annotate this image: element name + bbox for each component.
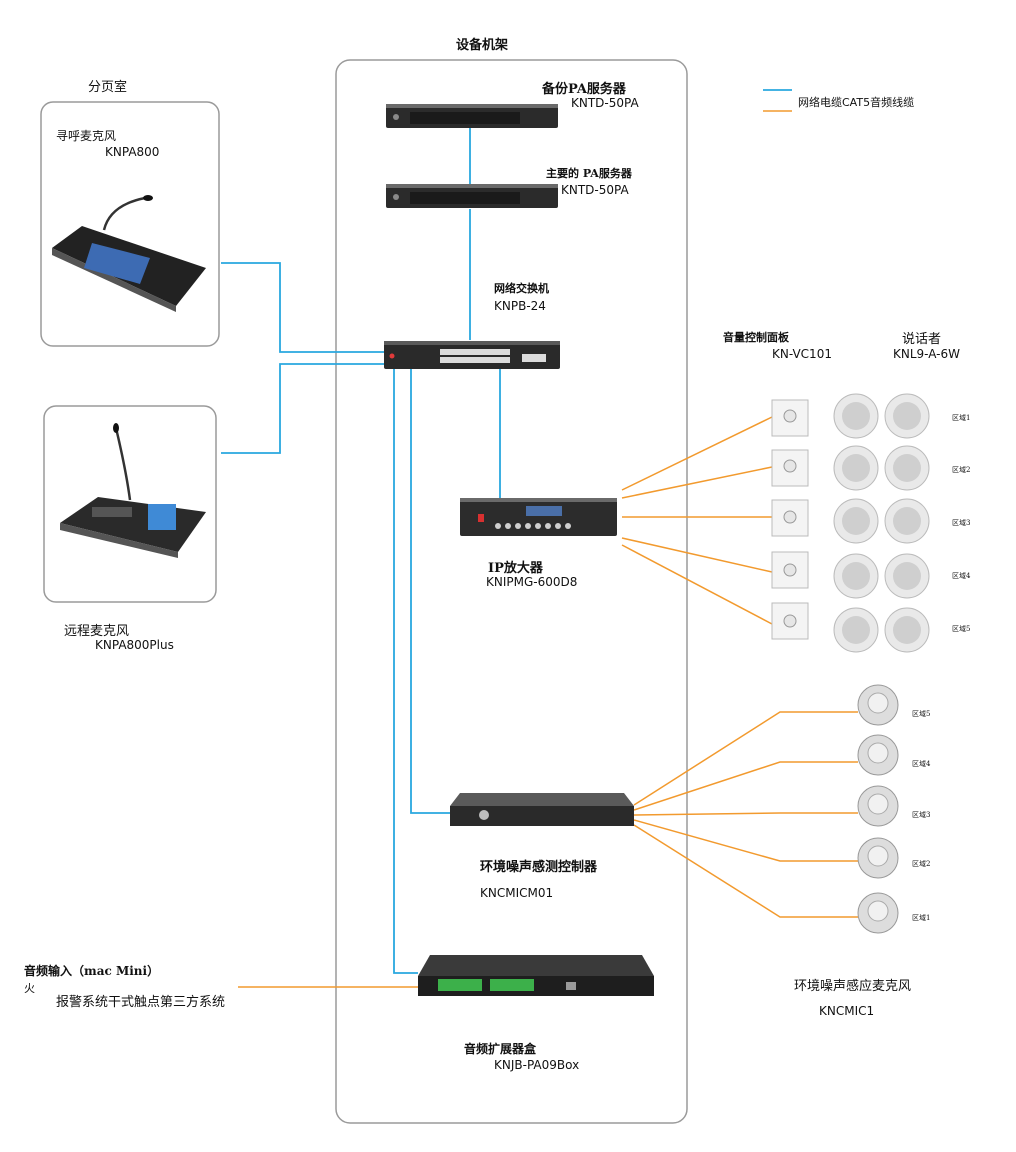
audio-input-line1: 音频输入（mac Mini） xyxy=(24,964,160,978)
switch-model: KNPB-24 xyxy=(494,299,546,313)
audio-box-name: 音频扩展器盒 xyxy=(464,1042,537,1056)
noise-mic-3 xyxy=(857,785,899,827)
paging-mic-box xyxy=(40,101,220,347)
speaker-name: 说话者 xyxy=(902,332,942,347)
network-switch-device xyxy=(384,341,560,369)
rack-outline xyxy=(335,59,688,1124)
paging-room-title: 分页室 xyxy=(88,80,128,95)
mic-zone-label: 区域1 xyxy=(912,914,931,922)
speaker-zone-label: 区域3 xyxy=(952,519,971,527)
main-server-device xyxy=(386,184,558,208)
noise-mic4-cable xyxy=(633,761,858,811)
amplifier-name: IP放大器 xyxy=(488,561,543,576)
ip-amplifier-device xyxy=(460,498,617,536)
speaker-zone-row-5 xyxy=(771,602,930,653)
noise-mic3-cable xyxy=(633,812,858,816)
paging-mic-model: KNPA800 xyxy=(105,145,160,159)
mic-zone-label: 区域4 xyxy=(912,760,931,768)
speaker-zone-row-1 xyxy=(771,393,930,439)
volume-panel-name: 音量控制面板 xyxy=(723,331,789,344)
audio-box-model: KNJB-PA09Box xyxy=(494,1058,580,1072)
amp-zone4-cable xyxy=(621,537,773,573)
noise-controller-device xyxy=(450,793,634,826)
backup-server-model: KNTD-50PA xyxy=(571,96,639,110)
mic-zone-label: 区域5 xyxy=(912,710,931,718)
amp-zone2-cable xyxy=(621,466,773,499)
amp-zone5-cable xyxy=(621,544,773,625)
audio-cables xyxy=(238,110,858,988)
noise-mic-1 xyxy=(857,892,899,934)
remote-mic-illustration xyxy=(60,423,206,558)
noise-mic1-cable xyxy=(633,824,858,918)
switch-name: 网络交换机 xyxy=(494,282,549,295)
noise-mic-2 xyxy=(857,837,899,879)
mic-zone-label: 区域3 xyxy=(912,811,931,819)
remote-mic-cable xyxy=(221,363,384,454)
paging-mic-cable xyxy=(221,262,384,353)
switch-box-cable xyxy=(393,369,418,974)
switch-noise-cable xyxy=(410,369,450,814)
main-server-name: 主要的 PA服务器 xyxy=(546,167,632,180)
noise-mic-5 xyxy=(857,684,899,726)
noise-controller-model: KNCMICM01 xyxy=(480,886,554,900)
remote-mic-model: KNPA800Plus xyxy=(95,638,174,652)
backup-server-name: 备份PA服务器 xyxy=(542,82,626,97)
audio-input-line2: 火 xyxy=(24,982,35,995)
network-cables xyxy=(221,128,501,974)
remote-mic-name: 远程麦克风 xyxy=(64,624,130,639)
remote-mic-box xyxy=(43,405,217,603)
speaker-model: KNL9-A-6W xyxy=(893,347,961,361)
speaker-zone-row-3 xyxy=(771,498,930,544)
audio-input-line3: 报警系统干式触点第三方系统 xyxy=(56,995,226,1010)
volume-panel-model: KN-VC101 xyxy=(772,347,832,361)
rack-title: 设备机架 xyxy=(456,38,509,53)
noise-mic2-cable xyxy=(633,819,858,862)
amp-zone1-cable xyxy=(621,416,773,491)
speaker-zone-row-2 xyxy=(771,445,930,491)
noise-mic5-cable xyxy=(633,711,858,806)
speaker-zone-label: 区域5 xyxy=(952,625,971,633)
audio-box-device xyxy=(418,955,654,996)
speaker-zone-label: 区域1 xyxy=(952,414,971,422)
noise-mic-4 xyxy=(857,734,899,776)
speaker-zone-row-4 xyxy=(771,551,930,599)
legend-label: 网络电缆CAT5音频线缆 xyxy=(798,96,915,109)
mic-zone-label: 区域2 xyxy=(912,860,931,868)
speaker-zone-label: 区域2 xyxy=(952,466,971,474)
noise-controller-name: 环境噪声感测控制器 xyxy=(480,860,598,875)
amplifier-model: KNIPMG-600D8 xyxy=(486,575,578,589)
paging-mic-illustration xyxy=(52,195,206,312)
main-server-model: KNTD-50PA xyxy=(561,183,629,197)
noise-mic-model: KNCMIC1 xyxy=(819,1004,875,1018)
backup-server-device xyxy=(386,104,558,128)
speaker-zone-label: 区域4 xyxy=(952,572,971,580)
paging-mic-name: 寻呼麦克风 xyxy=(56,129,117,143)
noise-mic-name: 环境噪声感应麦克风 xyxy=(794,979,912,994)
